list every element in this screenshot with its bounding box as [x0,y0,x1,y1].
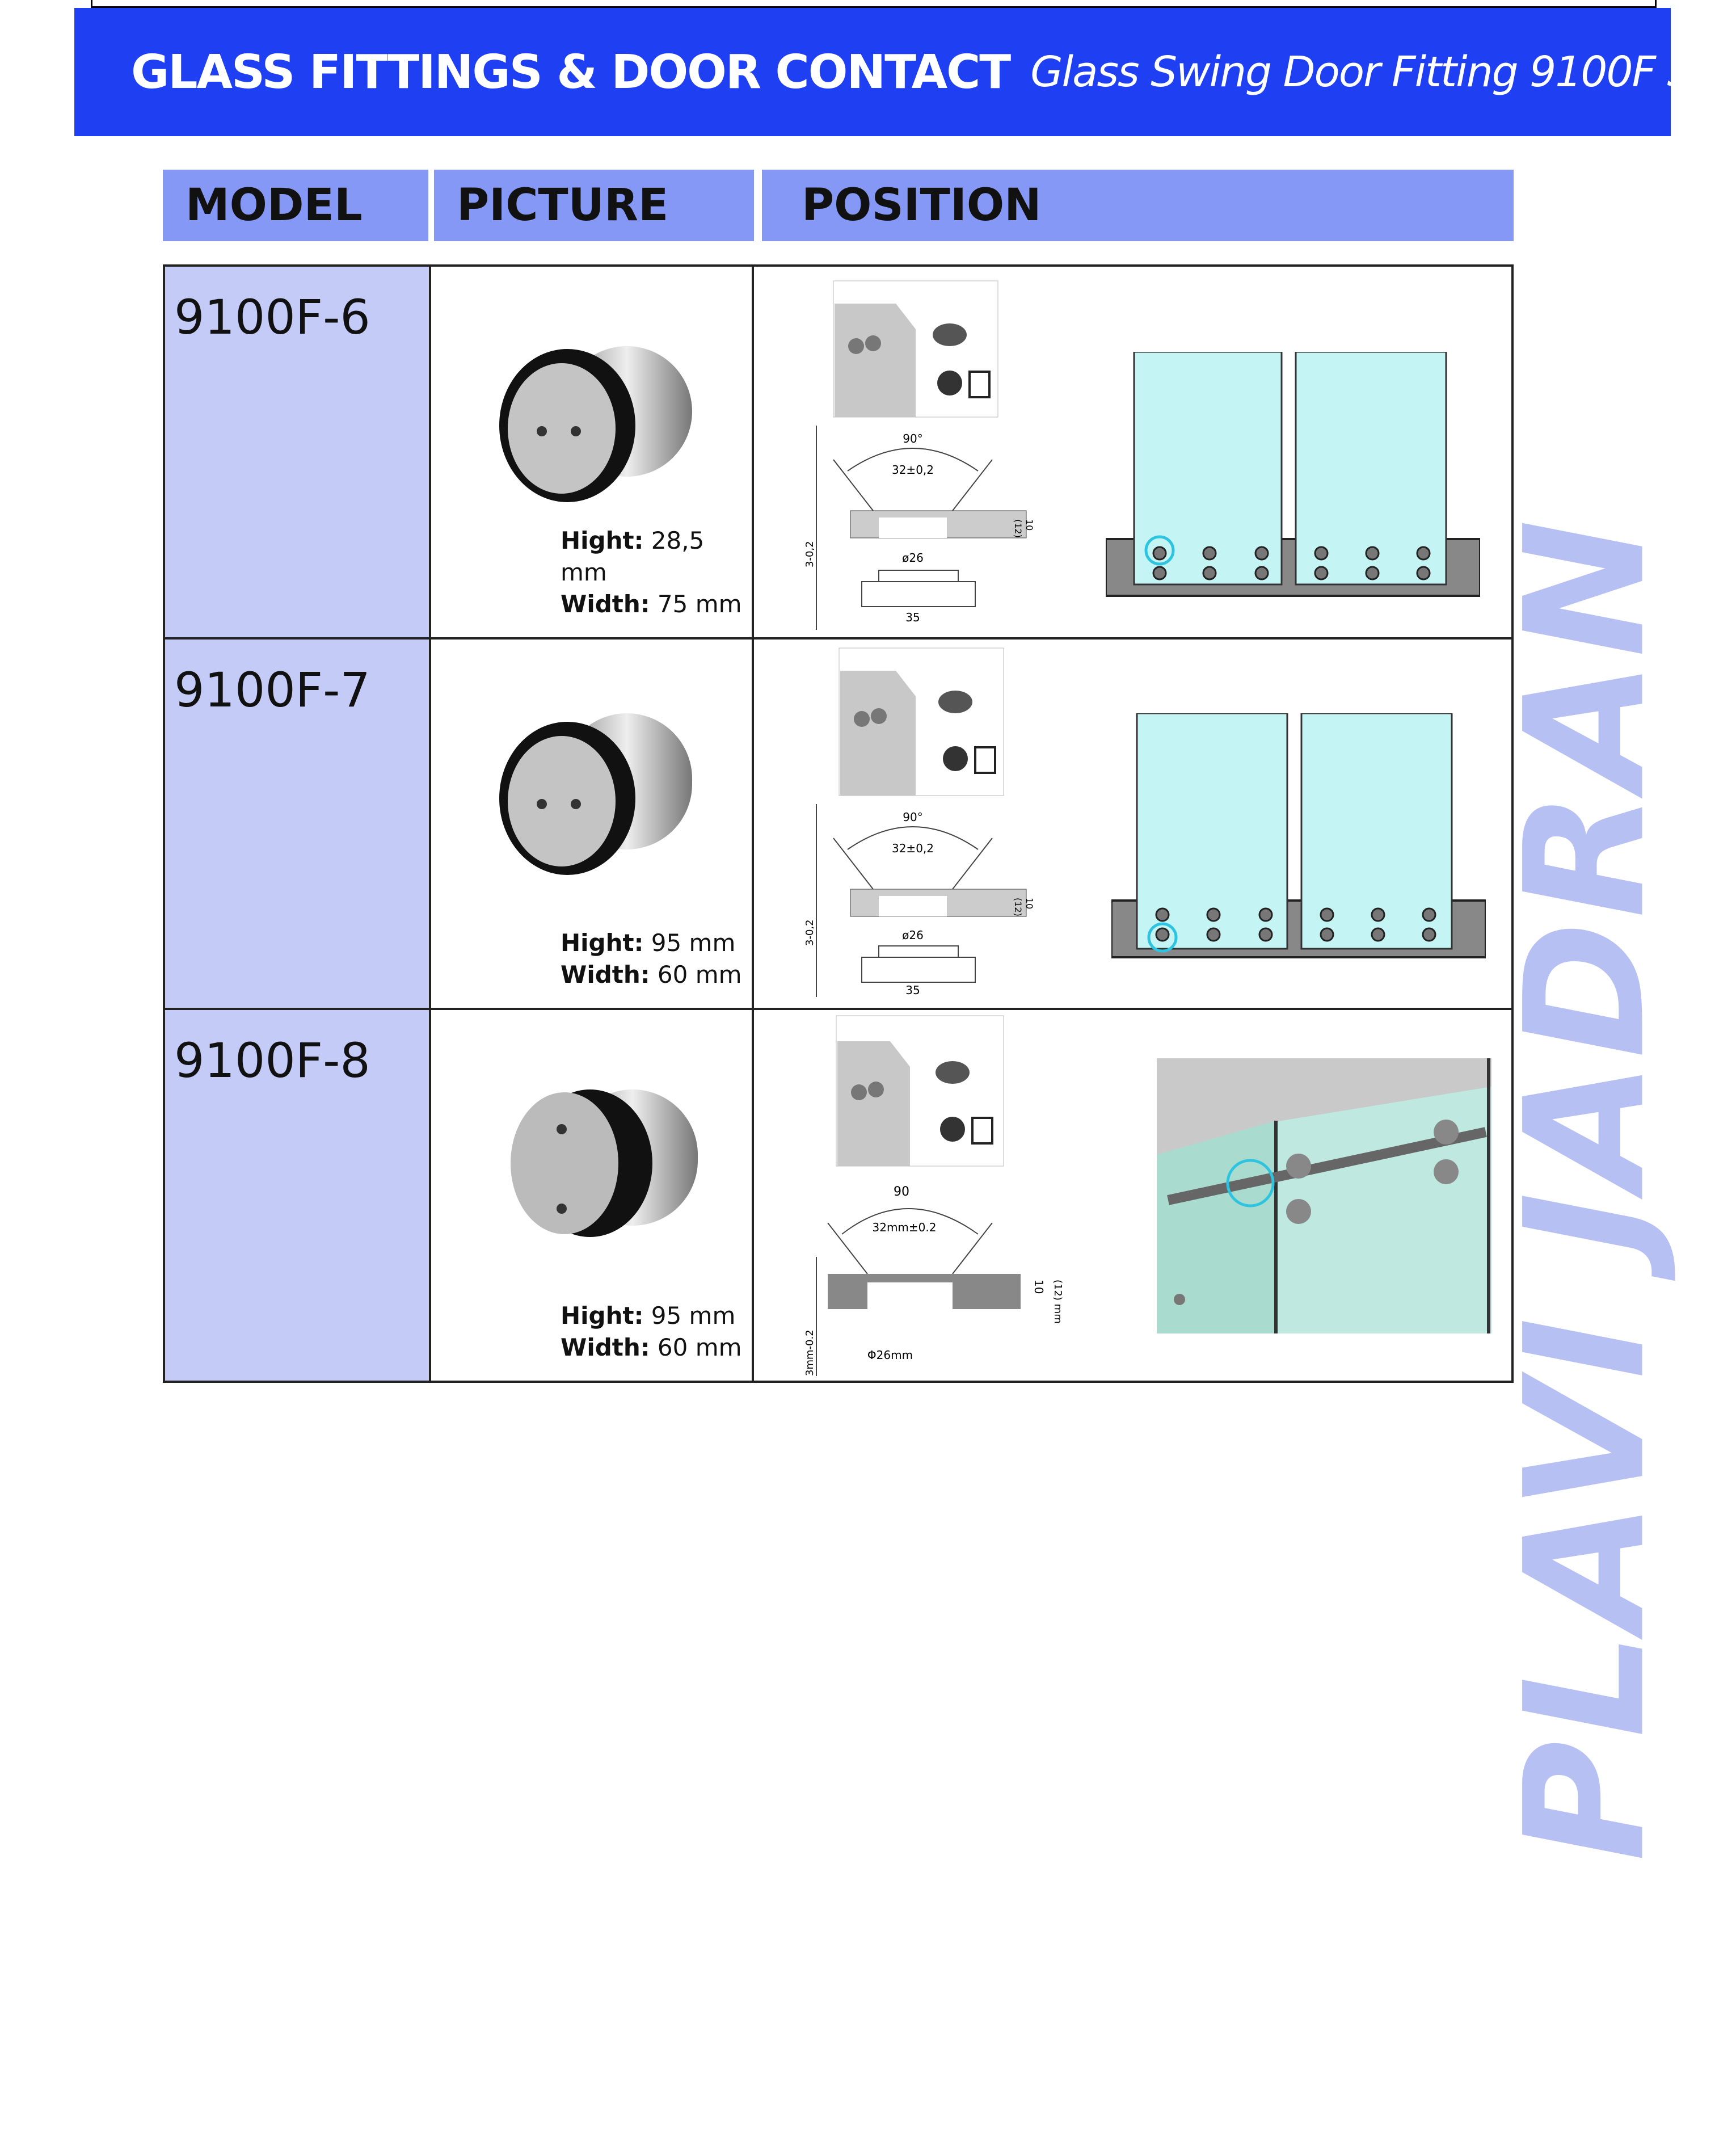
model-name: 9100F-8 [174,1033,370,1088]
highlight-circle [1144,535,1175,566]
watermark: PLAVI JADRAN [1490,261,1682,2117]
top-dimension: 32mm±0.2 [873,1221,937,1234]
position-cell: 90 32mm±0.2 Φ26mm 3mm-0.2 10 (12) mm [752,1008,1514,1383]
installation-diagram: 90° 32±0,2 ø26 35 3-0,2 10 (12) [804,280,1035,630]
base-dimension: 35 [905,611,920,624]
page-subtitle: Glass Swing Door Fitting 9100F Series [1030,48,1736,96]
hight-label: Hight: [561,929,644,957]
picture-cell: Hight: 95 mm Width: 60 mm [429,1008,754,1383]
hight-label: Hight: [561,527,644,554]
product-table: 9100F-6 Hight: 28,5 mm Width: 75 mm [163,264,1514,1383]
model-cell: 9100F-8 [163,1008,431,1383]
door-position-diagram [1106,352,1480,597]
watermark-text: PLAVI JADRAN [1490,516,1682,1862]
installation-diagram: 90° 32±0,2 ø26 35 3-0,2 10 (12) [804,647,1035,997]
table-row: 9100F-8 Hight: 95 mm Width: 60 mm 90 32m… [163,1008,1514,1383]
position-cell: 90° 32±0,2 ø26 35 3-0,2 10 (12) [752,637,1514,1010]
dimensions: Hight: 95 mm Width: 60 mm [561,1300,742,1364]
thickness: 10 [1024,898,1035,909]
thickness-alt: (12) mm [1052,1280,1064,1324]
width-value: 60 mm [657,1333,742,1361]
width-label: Width: [561,961,650,988]
model-cell: 9100F-6 [163,264,431,640]
thickness-alt: (12) [1013,519,1023,538]
width-label: Width: [561,590,650,618]
door-fitting-image [511,1089,698,1237]
column-header-picture: PICTURE [434,170,754,241]
dimensions: Hight: 28,5 mm Width: 75 mm [561,525,752,620]
angle-label: 90° [903,432,922,445]
thickness-alt: (12) [1013,898,1023,916]
top-dimension: 32±0,2 [892,463,934,477]
page-border [91,0,1657,8]
door-fitting-image [499,346,692,502]
width-label: Width: [561,1333,650,1361]
model-name: 9100F-6 [174,289,370,345]
dimensions: Hight: 95 mm Width: 60 mm [561,927,742,991]
door-installation-photo [1157,1058,1491,1333]
thickness: 10 [1024,519,1035,531]
hight-value: 95 mm [651,929,736,957]
top-dimension: 32±0,2 [892,842,934,855]
door-fitting-image [499,713,692,875]
position-cell: 90° 32±0,2 ø26 35 3-0,2 10 (12) [752,264,1514,640]
highlight-circle [1226,1159,1275,1208]
width-value: 60 mm [657,961,742,988]
width-value: 75 mm [657,590,742,618]
table-row: 9100F-6 Hight: 28,5 mm Width: 75 mm [163,264,1514,640]
base-dimension: 35 [905,983,920,997]
highlight-circle [1147,922,1178,953]
page-title: GLASS FITTINGS & DOOR CONTACT [131,45,1011,99]
header-banner: GLASS FITTINGS & DOOR CONTACT Glass Swin… [74,8,1736,136]
hight-value: 28,5 mm [561,527,705,586]
side-dimension: 3-0,2 [804,919,816,946]
door-position-diagram [1111,713,1486,958]
hole-dimension: Φ26mm [867,1348,913,1362]
column-header-model: MODEL [163,170,428,241]
hight-value: 95 mm [651,1302,736,1330]
table-row: 9100F-7 Hight: 95 mm Width: 60 mm 90° [163,637,1514,1010]
model-name: 9100F-7 [174,662,370,718]
angle-label: 90 [894,1185,909,1199]
model-cell: 9100F-7 [163,637,431,1010]
thickness: 10 [1032,1280,1046,1294]
hole-dimension: ø26 [902,928,924,942]
installation-diagram: 90 32mm±0.2 Φ26mm 3mm-0.2 10 (12) mm [804,1015,1064,1376]
column-header-position: POSITION [762,170,1514,241]
side-dimension: 3-0,2 [804,541,816,567]
side-dimension: 3mm-0.2 [804,1330,816,1376]
picture-cell: Hight: 28,5 mm Width: 75 mm [429,264,754,640]
picture-cell: Hight: 95 mm Width: 60 mm [429,637,754,1010]
angle-label: 90° [903,810,922,824]
hight-label: Hight: [561,1302,644,1330]
hole-dimension: ø26 [902,551,924,565]
